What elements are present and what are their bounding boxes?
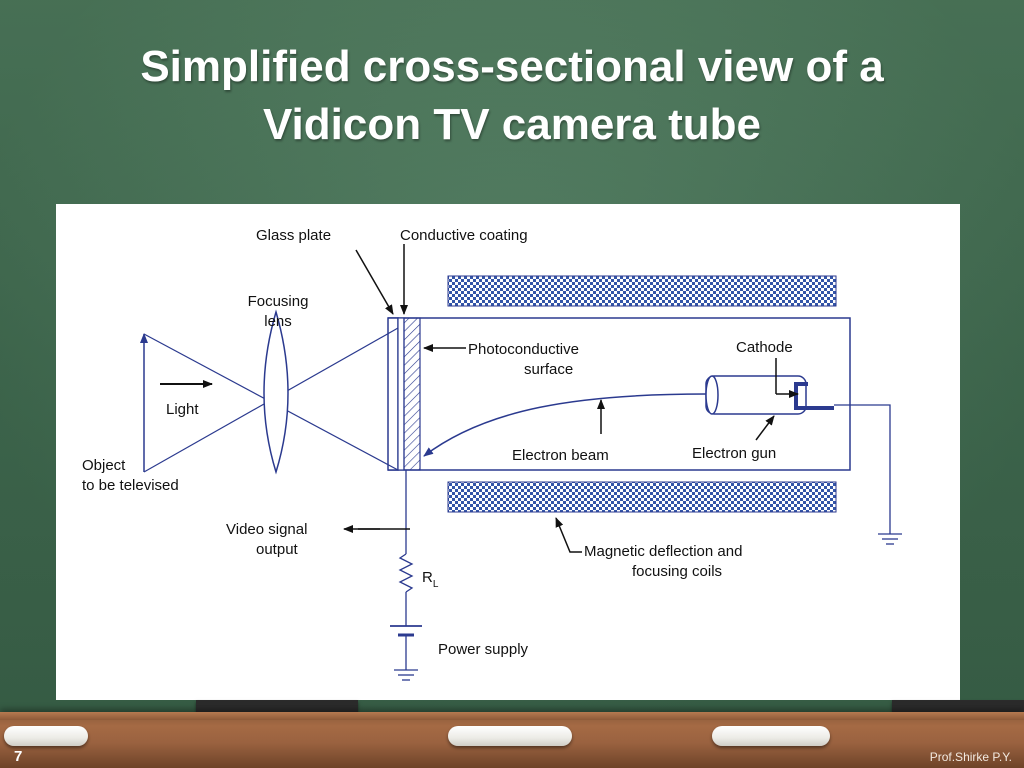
conductive-coating: [397, 317, 405, 471]
chalk-ledge-lip: [0, 712, 1024, 720]
resistor-label: RL: [422, 569, 439, 590]
ground-symbol-right: [878, 533, 902, 545]
focusing-lens: [263, 309, 289, 475]
photoconductive-surface: [403, 317, 421, 471]
glass-plate-leader: [355, 249, 394, 315]
glass-plate-label: Glass plate: [256, 227, 331, 244]
chalk-stick-3: [712, 726, 830, 746]
coils-label-1: Magnetic deflection and: [584, 543, 742, 560]
cathode-label: Cathode: [736, 339, 793, 356]
electron-gun-aperture: [705, 375, 719, 415]
resistor-label-main: R: [422, 569, 433, 586]
slide-title: Simplified cross-sectional view of a Vid…: [140, 42, 884, 149]
electron-beam-label: Electron beam: [512, 447, 609, 464]
chalk-stick-1: [4, 726, 88, 746]
conductive-coating-label: Conductive coating: [400, 227, 528, 244]
coils-label-2: focusing coils: [632, 563, 722, 580]
focusing-lens-label-2: lens: [264, 313, 292, 330]
electron-gun: [705, 375, 807, 415]
video-signal-label-1: Video signal: [226, 521, 307, 538]
focusing-lens-label-1: Focusing: [248, 293, 309, 310]
tube-envelope: [388, 317, 851, 471]
cathode-wire: [834, 404, 891, 534]
coil-bottom: [447, 481, 837, 513]
slide-number: 7: [14, 748, 23, 765]
electron-gun-label: Electron gun: [692, 445, 776, 462]
coil-top: [447, 275, 837, 307]
resistor-label-sub: L: [433, 579, 439, 590]
electron-beam: [423, 393, 707, 457]
photoconductive-label-2: surface: [524, 361, 573, 378]
video-signal-label-2: output: [256, 541, 299, 558]
ground-symbol-bottom: [394, 669, 418, 681]
object-label-2: to be televised: [82, 477, 179, 494]
electron-gun-leader: [755, 415, 775, 441]
slide-credit: Prof.Shirke P.Y.: [929, 750, 1012, 764]
object-label-1: Object: [82, 457, 126, 474]
photoconductive-label-1: Photoconductive: [468, 341, 579, 358]
vidicon-diagram: Glass plate Conductive coating Focusing …: [56, 204, 960, 700]
chalk-stick-2: [448, 726, 572, 746]
coils-leader: [555, 517, 582, 553]
glass-plate: [387, 317, 399, 471]
vidicon-diagram-svg: Glass plate Conductive coating Focusing …: [82, 227, 902, 681]
battery-symbol: [390, 625, 422, 637]
load-resistor: [398, 553, 414, 593]
light-label: Light: [166, 401, 199, 418]
power-supply-label: Power supply: [438, 641, 529, 658]
